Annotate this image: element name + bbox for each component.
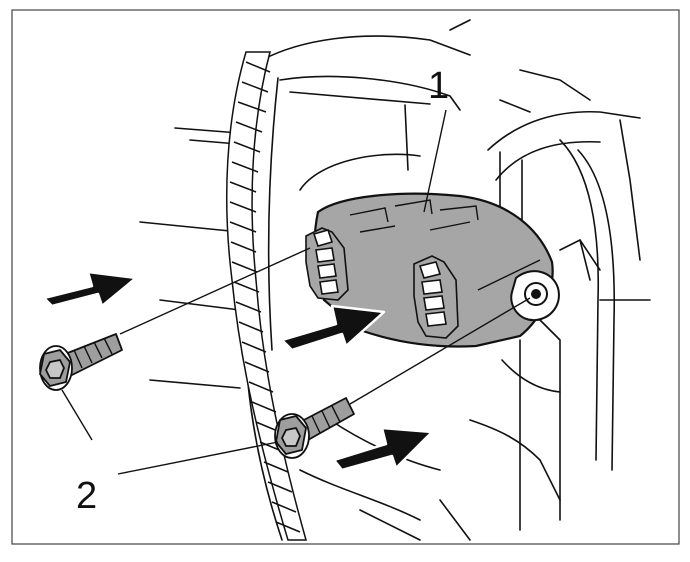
- bolt-lower: [274, 397, 355, 459]
- module-connector-center: [413, 255, 459, 339]
- module-connector-left: [305, 227, 349, 301]
- leader-component: [423, 109, 447, 213]
- wiring-harness: [226, 51, 307, 541]
- bolt-upper: [39, 333, 123, 391]
- arrow-center: [280, 304, 386, 352]
- callout-bolts-number: 2: [76, 475, 97, 517]
- module-component: [305, 192, 560, 348]
- direction-arrows: [42, 270, 434, 472]
- callout-component-number: 1: [428, 65, 449, 107]
- leader-bolt-lower: [117, 441, 279, 475]
- leader-bolt-upper: [61, 389, 93, 441]
- callout-leaders: [61, 109, 447, 475]
- module-mounting-eye: [510, 270, 560, 322]
- arrow-left-upper: [42, 270, 138, 308]
- arrow-right-lower: [332, 426, 434, 472]
- bolt-path-lines: [119, 247, 531, 405]
